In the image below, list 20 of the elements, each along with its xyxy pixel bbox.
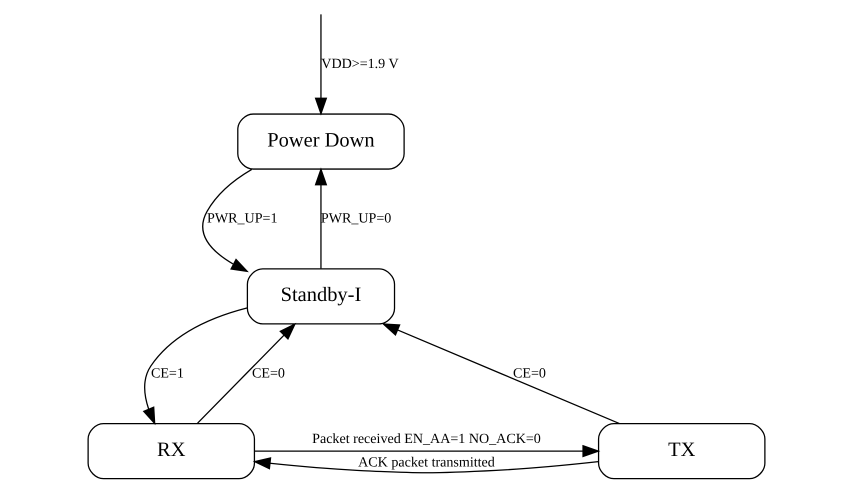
node-box: TX bbox=[598, 423, 766, 480]
arrow bbox=[197, 322, 296, 424]
arrow bbox=[314, 14, 328, 116]
edge-label: CE=0 bbox=[513, 365, 546, 382]
node-box: Standby-I bbox=[246, 268, 396, 324]
arrow bbox=[255, 444, 600, 458]
edge-label: CE=1 bbox=[150, 365, 184, 382]
arrow bbox=[202, 168, 252, 272]
edge-label: VDD>=1.9 V bbox=[321, 56, 399, 72]
node-box: Power Down bbox=[237, 113, 405, 170]
edge-label: CE=0 bbox=[252, 365, 285, 382]
arrow bbox=[314, 167, 328, 268]
edge-label: ACK packet transmitted bbox=[358, 454, 495, 470]
arrow bbox=[252, 457, 598, 474]
arrow bbox=[382, 323, 620, 424]
node-box: RX bbox=[87, 423, 256, 480]
edge-label: PWR_UP=0 bbox=[320, 210, 392, 227]
edge-label: PWR_UP=1 bbox=[207, 210, 278, 227]
arrow bbox=[142, 307, 248, 426]
edge-label: Packet received EN_AA=1 NO_ACK=0 bbox=[312, 431, 541, 448]
